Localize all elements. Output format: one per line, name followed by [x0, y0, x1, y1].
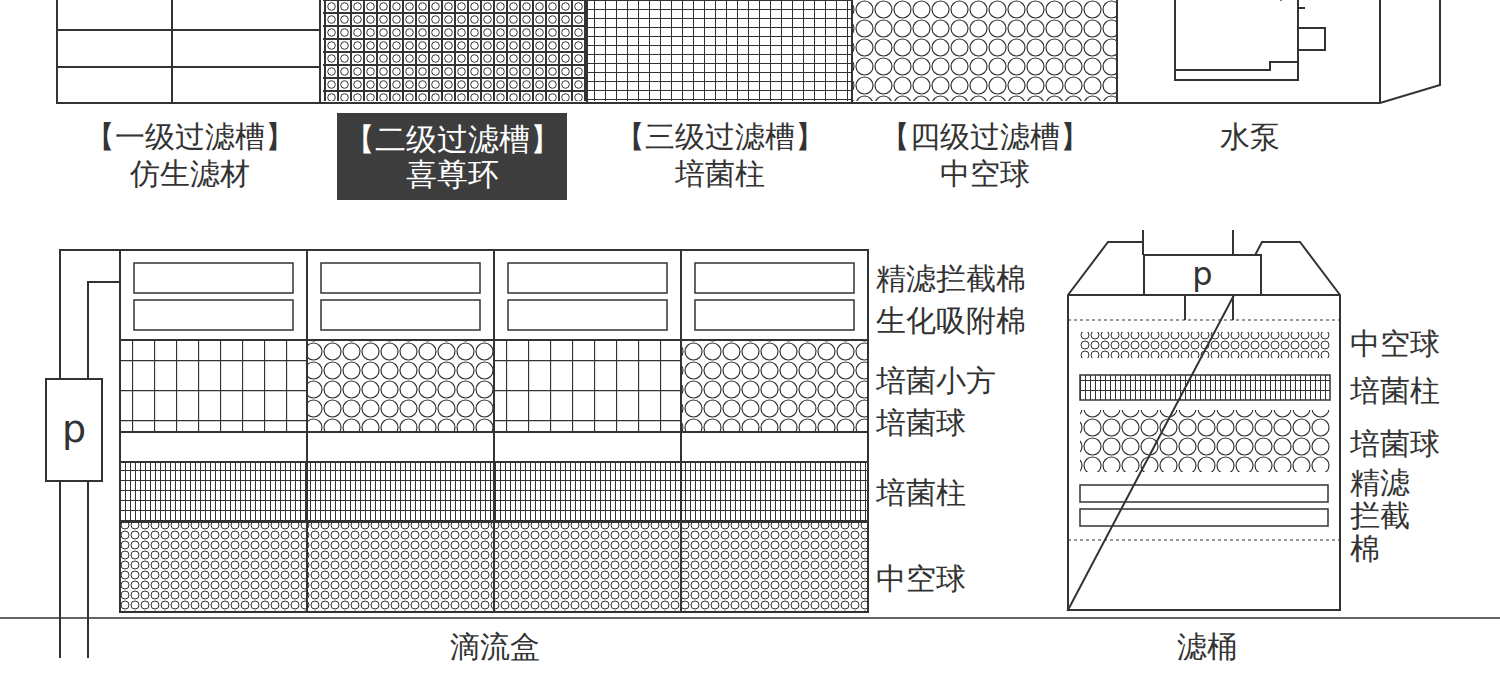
node-text: p — [1192, 257, 1212, 292]
node-text: p — [62, 409, 86, 451]
part-label: 【一级过滤槽】 — [85, 120, 295, 153]
part-label: 仿生滤材 — [130, 157, 250, 190]
pump-box: p — [45, 378, 103, 482]
part-label: 精滤拦截棉 — [876, 262, 1026, 295]
part-label: 中空球 — [876, 562, 966, 595]
part-label: 培菌柱 — [1350, 374, 1440, 407]
part-label: 培菌小方 — [876, 364, 996, 397]
part-label: 培菌球 — [1350, 427, 1440, 460]
part-label: 培菌球 — [876, 406, 966, 439]
part-label: 培菌柱 — [675, 157, 765, 190]
unit-caption: 滴流盒 — [450, 630, 540, 663]
node-text: 喜尊环 — [406, 157, 499, 191]
part-label: 培菌柱 — [876, 476, 966, 509]
part-label: 中空球 — [1350, 327, 1440, 360]
part-label: 水泵 — [1220, 120, 1280, 153]
part-label: 生化吸附棉 — [876, 304, 1026, 337]
unit-caption: 滤桶 — [1177, 630, 1237, 663]
part-label: 【四级过滤槽】 — [880, 120, 1090, 153]
node-text: 【二级过滤槽】 — [344, 122, 561, 156]
part-label: 【三级过滤槽】 — [615, 120, 825, 153]
part-label: 精滤 拦截棉 — [1350, 466, 1413, 565]
pump-box: p — [1143, 254, 1262, 295]
highlight-label: 【二级过滤槽】喜尊环 — [337, 113, 567, 200]
part-label: 中空球 — [940, 157, 1030, 190]
